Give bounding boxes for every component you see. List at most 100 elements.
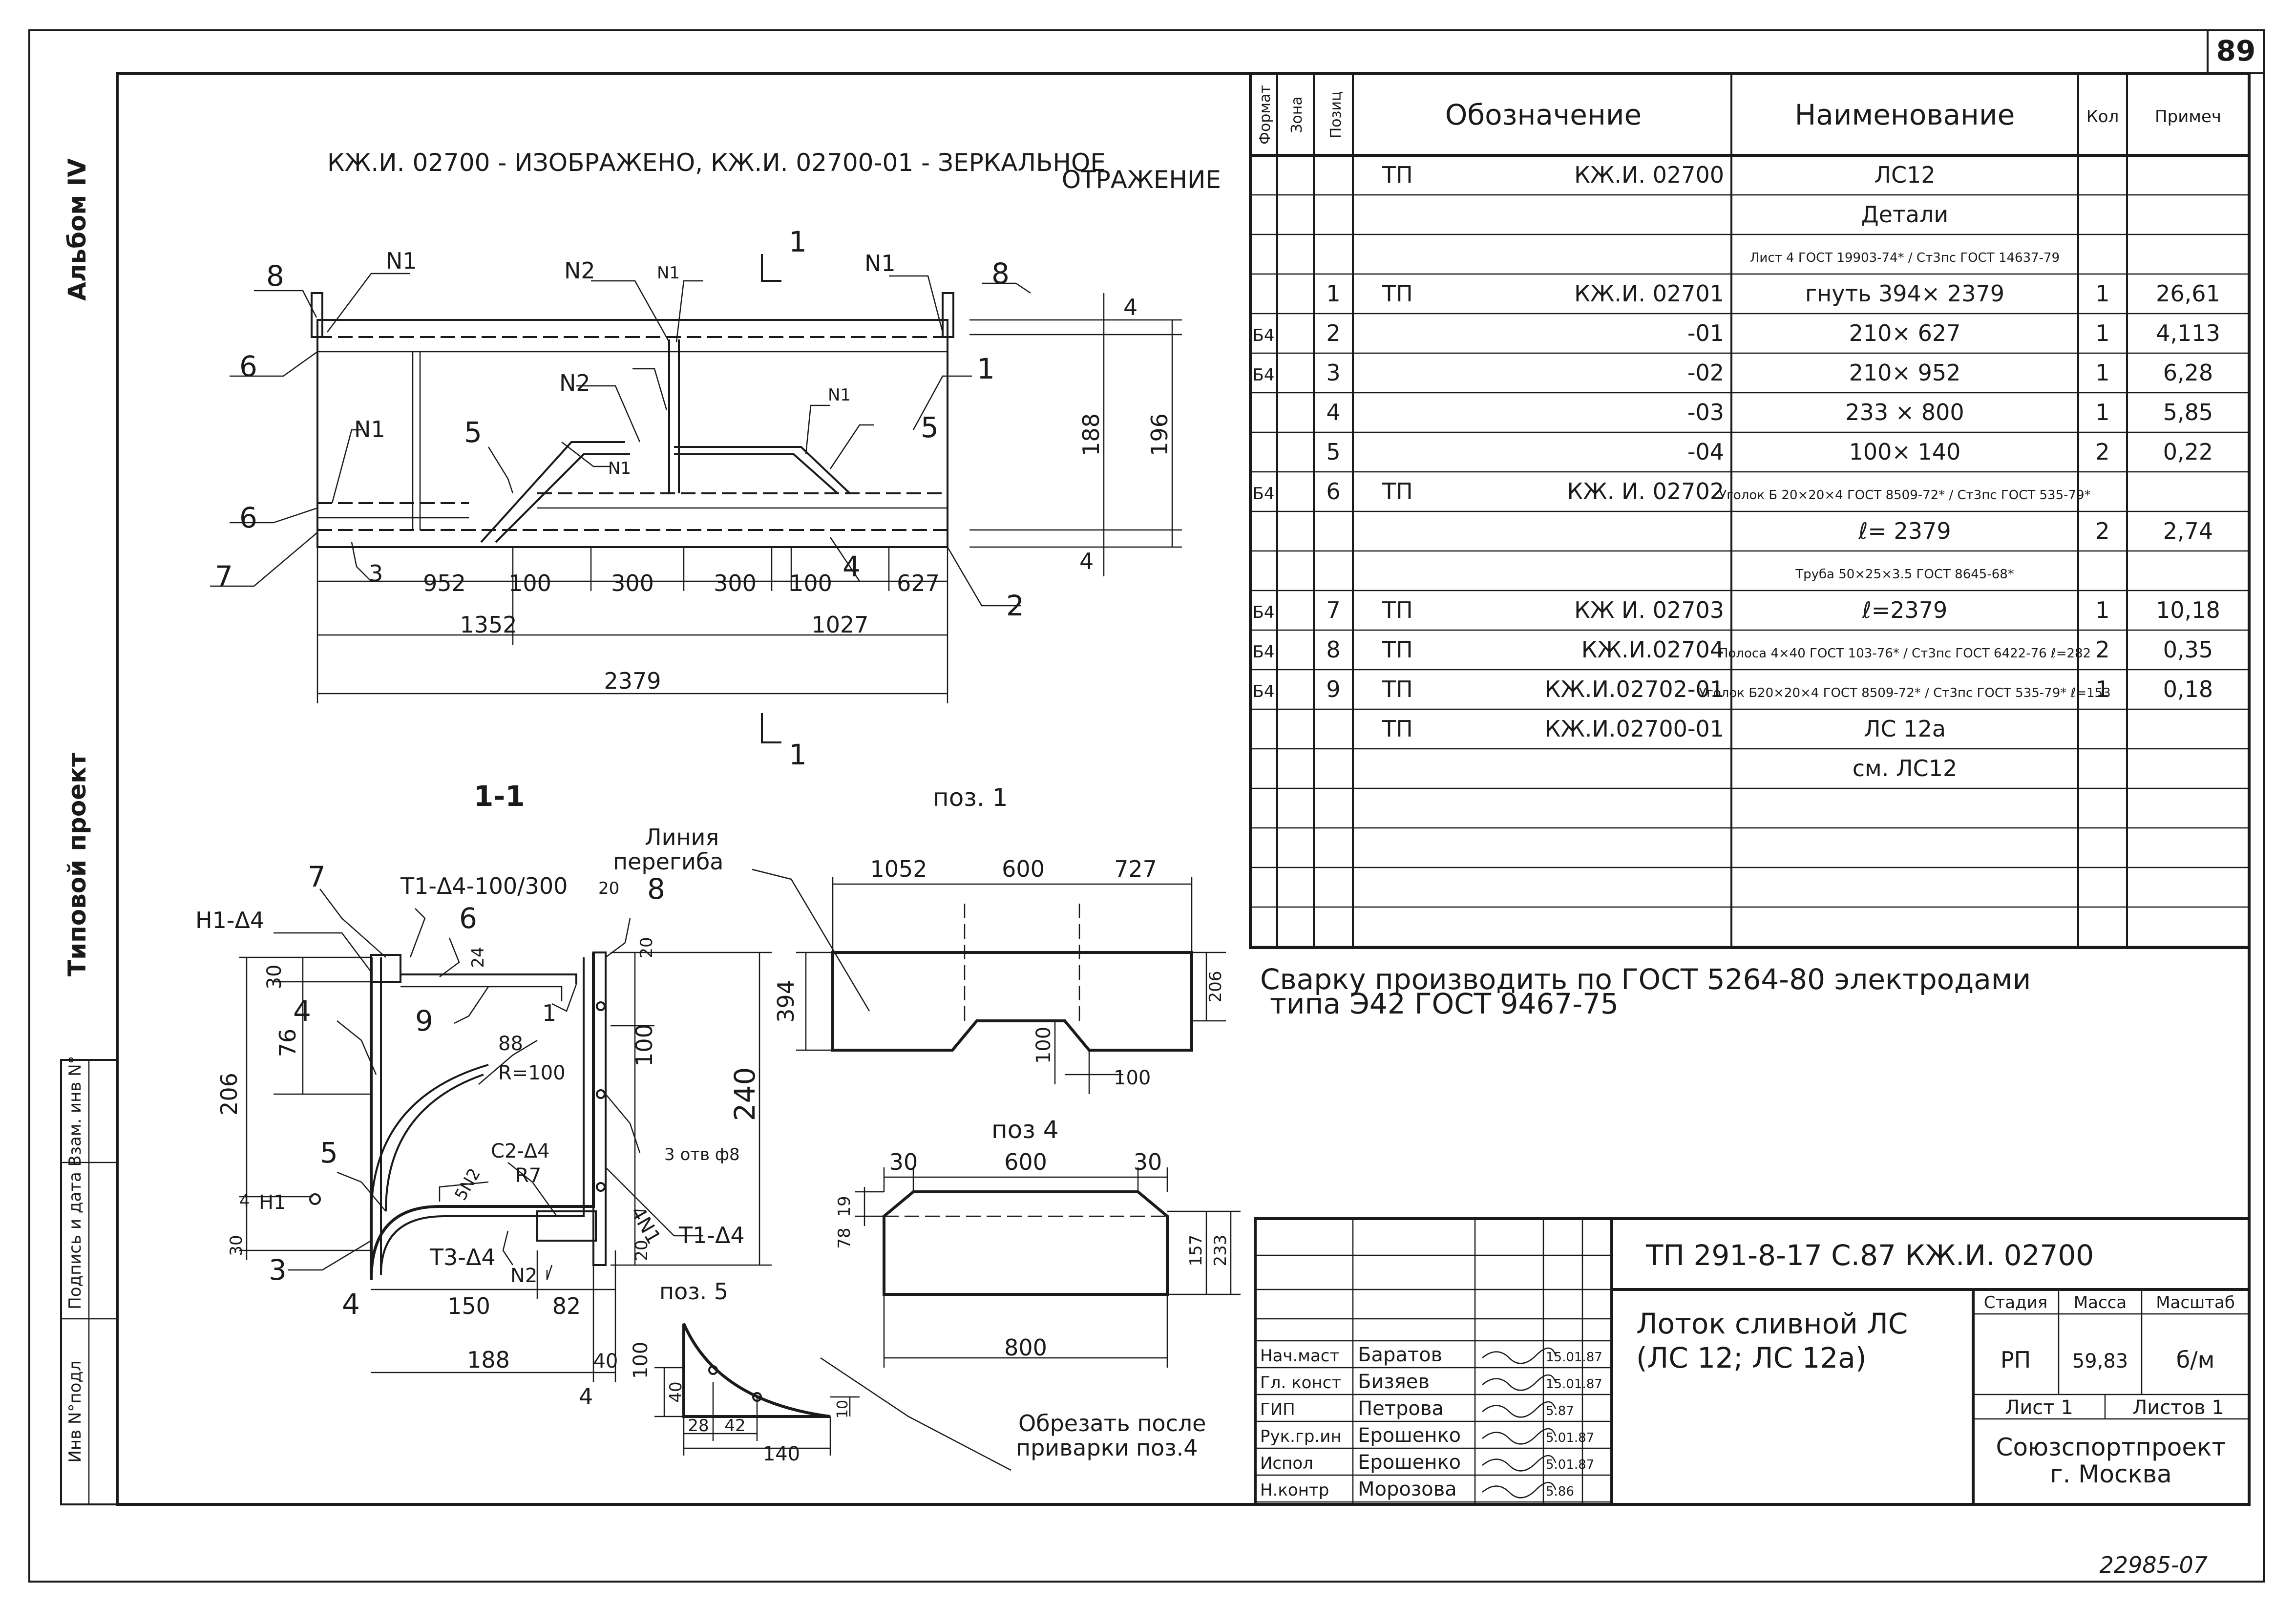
spec-cell-fmt: Б4 <box>1253 603 1275 622</box>
sec-dim-206: 206 <box>216 1073 242 1116</box>
sec-label-r7: R7 <box>515 1164 541 1187</box>
spec-cell-pos: 8 <box>1326 636 1340 663</box>
pos-5-dim-28: 28 <box>688 1416 709 1436</box>
signer-role: Н.контр <box>1260 1480 1329 1500</box>
signer-name: Бизяев <box>1358 1371 1430 1393</box>
front-label-1: 1 <box>977 352 995 385</box>
spec-cell-desig: КЖ.И.02702-01 <box>1545 676 1724 702</box>
front-dim-4-top: 4 <box>1123 294 1137 320</box>
signer-name: Петрова <box>1358 1397 1444 1420</box>
pos-1-dim-727: 727 <box>1114 856 1157 882</box>
pos-1-labels: поз. 1 Линия перегиба 1052 600 727 394 2… <box>613 783 1225 1089</box>
spec-cell-fmt: Б4 <box>1253 326 1275 345</box>
pos-5-labels: поз. 5 40 28 42 140 10 Обрезать после пр… <box>659 1278 1206 1465</box>
front-label-n1-d: N1 <box>828 385 851 405</box>
section-1-1-drawing <box>239 888 772 1382</box>
sec-label-1: 1 <box>542 1000 556 1026</box>
front-label-n1-f: N1 <box>354 416 385 443</box>
spec-cell-name: ЛС12 <box>1874 162 1935 188</box>
spec-cell-note: 0,35 <box>2163 636 2213 663</box>
sec-label-r100: R=100 <box>498 1062 566 1084</box>
spec-cell-desig: КЖ.И. 02700 <box>1574 162 1724 188</box>
mass-value: 59,83 <box>2072 1350 2128 1373</box>
header-format: Формат <box>1257 85 1274 145</box>
spec-cell-pos: 1 <box>1326 280 1340 307</box>
pos-5-title: поз. 5 <box>659 1278 728 1305</box>
header-designation: Обозначение <box>1445 98 1642 131</box>
pos-5-dim-40: 40 <box>666 1381 686 1402</box>
front-label-n2-b: N2 <box>559 370 590 396</box>
spec-cell-note: 10,18 <box>2156 597 2220 623</box>
spec-cell-pos: 6 <box>1326 478 1340 505</box>
sec-dim-188: 188 <box>467 1347 510 1373</box>
spec-cell-code: ТП <box>1382 676 1413 702</box>
sec-label-t1-weld-b: Т1-Δ4 <box>678 1222 745 1248</box>
signer-date: 15.01.87 <box>1546 1377 1602 1392</box>
sec-label-7: 7 <box>308 860 326 893</box>
signer-date: 15.01.87 <box>1546 1350 1602 1365</box>
front-dim-300-b: 300 <box>714 570 757 596</box>
sec-label-4: 4 <box>293 994 311 1028</box>
spec-cell-pos: 5 <box>1326 439 1340 465</box>
section-mark-bottom: 1 <box>789 738 807 771</box>
front-dim-total: 2379 <box>604 668 661 694</box>
front-label-2: 2 <box>1006 589 1024 622</box>
front-label-5-left: 5 <box>464 416 482 449</box>
stage-header: Стадия <box>1984 1293 2047 1312</box>
front-dim-4-bottom: 4 <box>1079 548 1094 574</box>
spec-cell-pos: 4 <box>1326 399 1340 425</box>
front-label-n2-a: N2 <box>564 257 595 284</box>
org-city: г. Москва <box>2050 1460 2172 1488</box>
spec-cell-qty: 1 <box>2095 676 2109 702</box>
spec-cell-name: Полоса 4×40 ГОСТ 103-76* / Ст3пс ГОСТ 64… <box>1719 646 2091 661</box>
album-label: Альбом IV <box>63 158 91 301</box>
spec-cell-code: ТП <box>1382 716 1413 742</box>
spec-cell-desig: КЖ И. 02703 <box>1574 597 1724 623</box>
pos-4-dim-157: 157 <box>1186 1235 1206 1267</box>
spec-cell-desig: -02 <box>1687 359 1724 386</box>
front-view-drawing: 1 1 <box>210 225 1182 771</box>
signer-date: 5.01.87 <box>1546 1458 1594 1472</box>
pos-4-labels: поз 4 30 600 30 19 78 157 233 800 <box>835 1116 1230 1361</box>
spec-cell-desig: КЖ.И.02704 <box>1581 636 1724 663</box>
front-dim-1352: 1352 <box>460 612 517 638</box>
sec-dim-40: 40 <box>593 1350 618 1373</box>
sec-dim-4-left: 4 <box>239 1191 250 1211</box>
pos-1-dim-206: 206 <box>1206 971 1225 1003</box>
spec-cell-note: 2,74 <box>2163 518 2213 544</box>
handwritten-signature <box>1482 1347 1557 1364</box>
mass-header: Масса <box>2074 1293 2127 1312</box>
signer-role: Нач.маст <box>1260 1346 1339 1366</box>
signer-date: 5.86 <box>1546 1484 1574 1499</box>
sec-dim-20-right: 20 <box>637 937 656 958</box>
header-position: Позиц <box>1327 91 1345 139</box>
front-label-8-left: 8 <box>266 259 284 293</box>
spec-cell-pos: 3 <box>1326 359 1340 386</box>
spec-cell-note: 5,85 <box>2163 399 2213 425</box>
inv-no-label: Инв N°подл <box>65 1360 85 1462</box>
sec-label-4-bottom: 4 <box>342 1288 360 1321</box>
specification-table: Формат Зона Позиц Обозначение Наименован… <box>1249 72 2251 949</box>
spec-cell-name: ℓ= 2379 <box>1858 518 1951 544</box>
spec-cell-desig: КЖ.И.02700-01 <box>1545 716 1724 742</box>
pos-5-dim-10: 10 <box>834 1400 851 1418</box>
front-dim-188: 188 <box>1078 413 1104 456</box>
pos-4-dim-30-right: 30 <box>1134 1149 1162 1175</box>
left-stamp-strip: Инв N°подл Подпись и дата Взам. инв N° <box>60 1056 118 1505</box>
signer-name: Ерошенко <box>1358 1451 1461 1474</box>
sec-label-holes: 3 отв ф8 <box>664 1145 740 1164</box>
sec-label-6: 6 <box>459 902 477 935</box>
section-1-1-labels: 1-1 7 Т1-Δ4-100/300 Н1-Δ4 6 8 4 9 1 5 С2… <box>195 780 761 1410</box>
section-1-1-title: 1-1 <box>474 780 525 813</box>
pos-1-dim-600: 600 <box>1002 856 1045 882</box>
signer-name: Ерошенко <box>1358 1424 1461 1447</box>
spec-cell-qty: 2 <box>2095 636 2109 663</box>
sec-dim-30-bottom: 30 <box>227 1235 246 1256</box>
front-label-n1-a: N1 <box>386 248 417 274</box>
front-label-n1-c: N1 <box>864 250 896 276</box>
spec-cell-qty: 1 <box>2095 359 2109 386</box>
pos-5-note-2: приварки поз.4 <box>1016 1435 1198 1461</box>
top-note-line-2: ОТРАЖЕНИЕ <box>1062 166 1221 194</box>
sec-label-n1: Н1 <box>259 1191 286 1214</box>
